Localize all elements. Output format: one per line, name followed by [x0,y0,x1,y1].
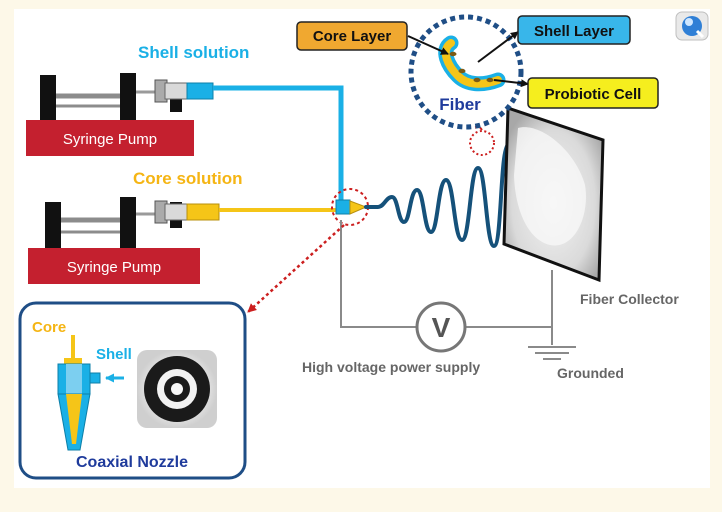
nozzle-core-label: Core [32,319,66,336]
circuit-wire [340,220,416,328]
fiber-jet-path [364,143,510,249]
pump-block [120,197,136,248]
nozzle-shell-label: Shell [96,346,132,363]
ground-icon [528,346,576,360]
fiber-collector [502,105,605,283]
pump-block [40,75,56,120]
probiotic-cell-callout: Probiotic Cell [527,77,659,109]
top-syringe-assembly: Syringe Pump [26,73,214,156]
coaxial-nozzle-label: Coaxial Nozzle [76,454,188,471]
probiotic-cell [473,77,481,83]
core-solution-label: Core solution [133,169,243,188]
fiber-cross-section: Fiber [408,14,524,130]
shell-feed-tube [213,85,344,200]
pump-block [120,73,136,120]
probiotic-cell [486,77,494,83]
voltmeter-symbol: V [432,312,451,343]
fiber-highlight-circle [469,130,495,156]
shell-inlet-port [89,372,101,384]
callout-arrow [477,31,519,63]
nozzle-shell-part [335,199,351,215]
coaxial-nozzle-inset: Core Shell Coaxial Nozzle [18,301,247,480]
syringe-pump-top-label: Syringe Pump [63,131,157,148]
high-voltage-label: High voltage power supply [302,359,480,375]
probiotic-cell-label: Probiotic Cell [545,86,642,103]
syringe-pump-bottom-label: Syringe Pump [67,259,161,276]
grounded-label: Grounded [557,365,624,381]
shell-solution-barrel [186,82,214,100]
callout-arrow [493,79,529,88]
syringe-barrel [164,203,188,221]
probiotic-cell [449,51,457,57]
voltmeter-icon: V [415,301,467,353]
callout-arrow [407,35,449,55]
fiber-label: Fiber [439,95,481,114]
nozzle-photo-core [171,383,183,395]
syringe-pump-body [26,120,194,156]
taylor-cone [349,200,368,215]
fiber-zoom-circle [408,14,524,130]
nozzle-core-channel [66,364,82,394]
bottom-syringe-assembly: Syringe Pump [28,197,220,284]
shell-layer-callout: Shell Layer [517,15,631,45]
core-cap [64,358,82,364]
fiber-collector-label: Fiber Collector [580,291,679,307]
probiotic-cell [458,68,466,74]
magnifier-badge-icon [675,11,709,41]
shell-solution-label: Shell solution [138,43,249,62]
core-layer-callout: Core Layer [296,21,408,51]
core-solution-barrel [186,203,220,221]
nozzle-core-tip [66,394,82,444]
pump-block [45,202,61,248]
syringe-barrel [164,82,188,100]
syringe-pump-body [28,248,200,284]
core-layer-label: Core Layer [313,28,392,45]
shell-layer-label: Shell Layer [534,23,614,40]
spinneret-nozzle [331,188,369,226]
